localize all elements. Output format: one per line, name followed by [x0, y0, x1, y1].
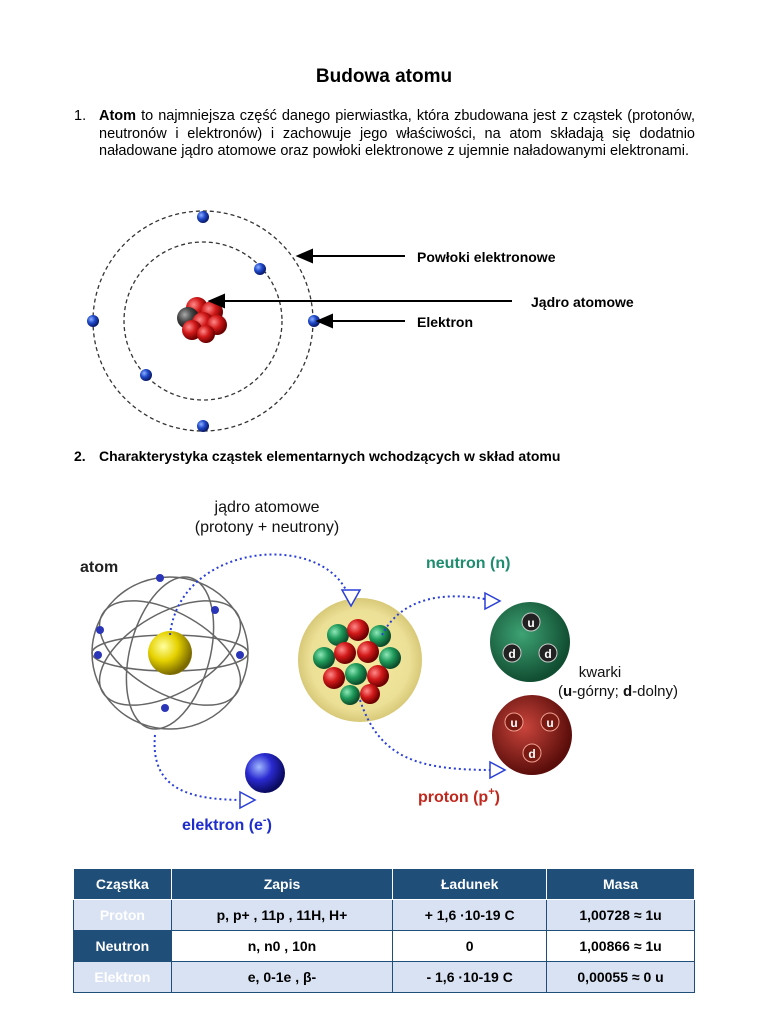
neutron-quark-u: u: [527, 616, 534, 630]
atom-definition-text: Atom to najmniejsza część danego pierwia…: [99, 108, 695, 161]
neutron-caption: neutron (n): [426, 555, 510, 572]
nucleus-caption-line1: jądro atomowe: [214, 499, 320, 516]
header-mass: Masa: [547, 869, 695, 900]
table-row: Proton p, p+ , 11p , 11H, H+ + 1,6 ·10-1…: [74, 900, 695, 931]
nucleus-caption-line2: (protony + neutrony): [195, 519, 340, 536]
quarks-detail: (u-górny; d-dolny): [558, 683, 678, 700]
neutron-quark-d1: d: [508, 647, 515, 661]
particles-table: Cząstka Zapis Ładunek Masa Proton p, p+ …: [73, 868, 695, 993]
proton-quark-u1: u: [510, 716, 517, 730]
table-row: Elektron e, 0-1e , β- - 1,6 ·10-19 C 0,0…: [74, 962, 695, 993]
table-header-row: Cząstka Zapis Ładunek Masa: [74, 869, 695, 900]
row-name: Neutron: [74, 931, 172, 962]
electron-caption: elektron (e-): [182, 814, 272, 834]
row-mass: 1,00728 ≈ 1u: [547, 900, 695, 931]
atom-term: Atom: [99, 108, 136, 124]
row-charge: - 1,6 ·10-19 C: [393, 962, 547, 993]
proton-quark-d: d: [528, 747, 535, 761]
header-charge: Ładunek: [393, 869, 547, 900]
particles-diagram: jądro atomowe (protony + neutrony) atom: [60, 490, 710, 845]
row-name: Proton: [74, 900, 172, 931]
atom-caption: atom: [80, 559, 118, 576]
header-notation: Zapis: [171, 869, 393, 900]
proton-quark-u2: u: [546, 716, 553, 730]
row-notation: p, p+ , 11p , 11H, H+: [171, 900, 393, 931]
atom-nucleus: [148, 631, 192, 675]
row-charge: 0: [393, 931, 547, 962]
label-electron: Elektron: [417, 314, 473, 330]
atom-definition-body: to najmniejsza część danego pierwiastka,…: [99, 108, 695, 159]
row-mass: 1,00866 ≈ 1u: [547, 931, 695, 962]
electron-sphere: [245, 753, 285, 793]
section-heading: Charakterystyka cząstek elementarnych wc…: [99, 448, 695, 466]
proton-sphere: [492, 695, 572, 775]
page-title: Budowa atomu: [0, 66, 768, 88]
neutron-quark-d2: d: [544, 647, 551, 661]
section-number: 2.: [74, 448, 86, 466]
row-charge: + 1,6 ·10-19 C: [393, 900, 547, 931]
label-shells: Powłoki elektronowe: [417, 249, 555, 265]
atom-shell-diagram: [0, 190, 768, 450]
table-row: Neutron n, n0 , 10n 0 1,00866 ≈ 1u: [74, 931, 695, 962]
row-mass: 0,00055 ≈ 0 u: [547, 962, 695, 993]
proton-caption: proton (p+): [418, 786, 500, 806]
row-notation: n, n0 , 10n: [171, 931, 393, 962]
section-number: 1.: [74, 108, 86, 126]
row-name: Elektron: [74, 962, 172, 993]
row-notation: e, 0-1e , β-: [171, 962, 393, 993]
header-particle: Cząstka: [74, 869, 172, 900]
quarks-caption: kwarki: [579, 664, 622, 681]
label-nucleus: Jądro atomowe: [531, 294, 634, 310]
